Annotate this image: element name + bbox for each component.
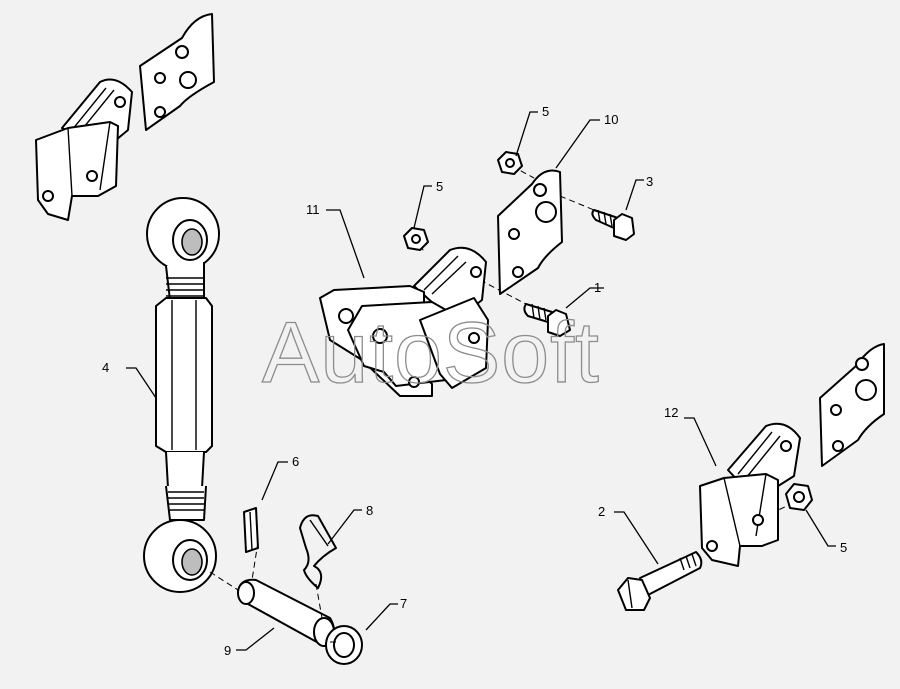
bolt-upper — [591, 209, 635, 241]
callout-7: 7 — [400, 596, 407, 611]
nut-right — [785, 483, 813, 511]
clevis-pin — [237, 578, 335, 647]
watermark-text: AutoSoft — [262, 305, 600, 401]
top-left-plate — [139, 13, 215, 131]
center-plate — [497, 169, 563, 295]
long-bolt — [617, 551, 703, 611]
callout-5-right: 5 — [840, 540, 847, 555]
callout-1: 1 — [594, 280, 601, 295]
washer — [325, 625, 363, 665]
callout-8: 8 — [366, 503, 373, 518]
callout-11: 11 — [306, 202, 320, 217]
bolt-lower — [523, 303, 571, 337]
callout-5-middle: 5 — [436, 179, 443, 194]
top-link-assembly — [143, 197, 220, 593]
callout-6: 6 — [292, 454, 299, 469]
center-bracket — [319, 246, 489, 397]
callout-12: 12 — [664, 405, 678, 420]
right-plate — [819, 343, 885, 467]
callout-10: 10 — [604, 112, 618, 127]
right-bracket — [699, 422, 801, 567]
top-left-bracket — [35, 78, 133, 221]
callout-2: 2 — [598, 504, 605, 519]
callout-5-upper: 5 — [542, 104, 549, 119]
callout-3: 3 — [646, 174, 653, 189]
nut-upper — [497, 151, 523, 175]
callout-4: 4 — [102, 360, 109, 375]
roll-pin — [243, 507, 259, 553]
nut-middle — [403, 227, 429, 251]
callout-9: 9 — [224, 643, 231, 658]
r-clip — [299, 514, 337, 589]
